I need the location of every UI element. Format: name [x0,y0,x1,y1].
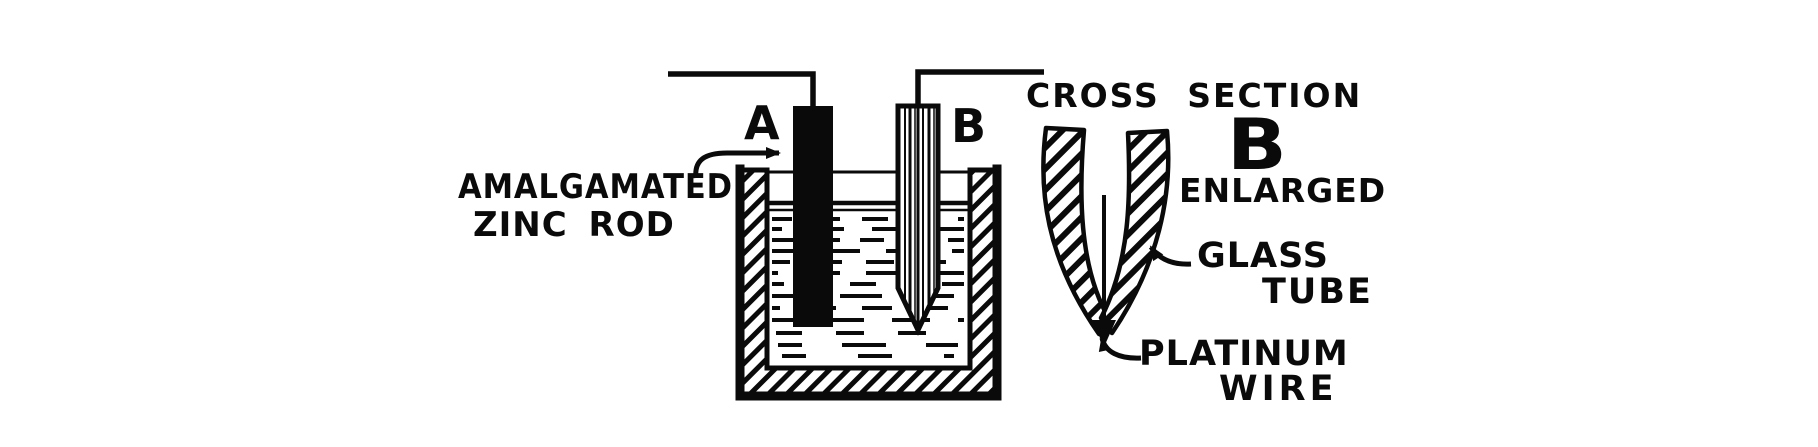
circuit-wire-left [668,71,816,108]
cross-section-left-wall [1041,125,1113,337]
zinc-rod [793,106,833,327]
arrow-to-glass-tube [1148,245,1192,267]
label-platinum: PLATINUM [1139,334,1349,374]
label-wire: WIRE [1219,369,1338,409]
label-enlarged: ENLARGED [1179,171,1387,210]
label-electrode-a: A [744,96,781,150]
cross-section-drawing [1041,125,1171,347]
label-electrode-b: B [951,99,988,153]
circuit-wire-right [915,69,1044,108]
label-glass: GLASS [1197,236,1329,276]
glass-tube-electrode [895,103,941,336]
beaker-outer-outline [735,164,1002,401]
arrow-to-zinc-rod [693,147,781,179]
beaker [735,164,1002,401]
label-cross-section-title: CROSS SECTION [1026,76,1363,115]
label-cross-section-letter: B [1227,104,1288,186]
label-amalgamated: AMALGAMATED [458,167,733,207]
label-tube: TUBE [1262,272,1373,312]
arrow-to-platinum-wire [1098,336,1142,361]
cross-section-right-wall [1098,128,1171,336]
label-zinc-rod: ZINC ROD [473,205,675,245]
